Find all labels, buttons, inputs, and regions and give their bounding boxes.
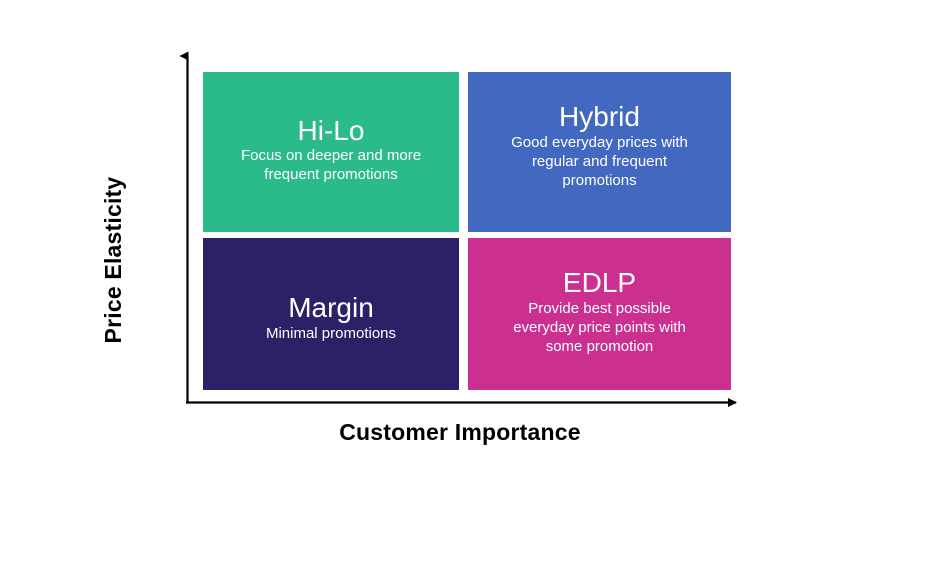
- quadrant-margin-content: Margin Minimal promotions: [266, 292, 396, 343]
- quadrant-hi-lo-description: Focus on deeper and more frequent promot…: [240, 147, 422, 184]
- quadrant-hybrid[interactable]: Hybrid Good everyday prices with regular…: [468, 72, 731, 232]
- quadrant-hybrid-title: Hybrid: [559, 101, 640, 133]
- quadrant-hi-lo[interactable]: Hi-Lo Focus on deeper and more frequent …: [203, 72, 459, 232]
- quadrant-margin[interactable]: Margin Minimal promotions: [203, 238, 459, 390]
- quadrant-edlp-description: Provide best possible everyday price poi…: [513, 299, 686, 355]
- quadrant-margin-title: Margin: [288, 292, 374, 324]
- quadrant-hi-lo-title: Hi-Lo: [297, 114, 365, 146]
- quadrant-edlp[interactable]: EDLP Provide best possible everyday pric…: [468, 238, 731, 390]
- quadrant-hybrid-description: Good everyday prices with regular and fr…: [511, 133, 688, 189]
- quadrant-grid: Hi-Lo Focus on deeper and more frequent …: [203, 72, 731, 390]
- y-axis-label: Price Elasticity: [100, 176, 126, 344]
- quadrant-margin-description: Minimal promotions: [265, 324, 397, 342]
- quadrant-edlp-title: EDLP: [562, 267, 637, 299]
- quadrant-hi-lo-content: Hi-Lo Focus on deeper and more frequent …: [217, 115, 445, 185]
- x-axis-label: Customer Importance: [339, 419, 581, 445]
- quadrant-edlp-content: EDLP Provide best possible everyday pric…: [497, 267, 702, 356]
- quadrant-hybrid-content: Hybrid Good everyday prices with regular…: [495, 101, 705, 190]
